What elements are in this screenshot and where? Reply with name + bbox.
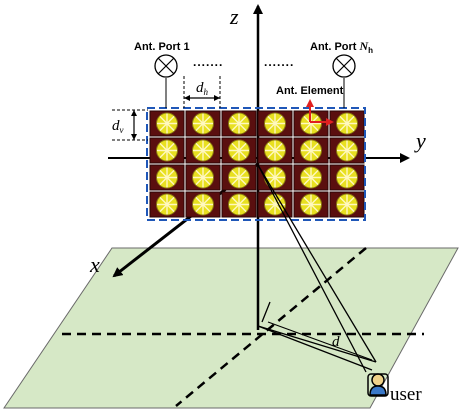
ground-projection-2 bbox=[257, 325, 377, 363]
dh-label: dh bbox=[196, 80, 209, 97]
distance-label: d bbox=[332, 334, 340, 350]
antenna-array bbox=[149, 110, 365, 218]
ant-element-label: Ant. Element bbox=[276, 85, 344, 97]
dv-label: dv bbox=[112, 118, 124, 135]
ellipsis-top-left: ....... bbox=[193, 55, 223, 69]
port-1 bbox=[154, 54, 178, 108]
ray-line-1 bbox=[257, 164, 367, 373]
ground-origin-slash bbox=[261, 301, 271, 323]
array-outline bbox=[146, 107, 366, 221]
port-nh-label: Ant. Port Nh bbox=[310, 39, 373, 55]
port-nh bbox=[332, 54, 356, 108]
distance-arrow bbox=[267, 321, 373, 361]
user-label: user bbox=[390, 384, 422, 405]
z-axis-label: z bbox=[229, 4, 239, 29]
ground-plane bbox=[3, 247, 459, 409]
ray-line-2 bbox=[257, 164, 377, 363]
ground-dashed-line-2 bbox=[175, 247, 367, 407]
x-axis-label: x bbox=[89, 252, 100, 277]
ellipsis-top-right: ....... bbox=[264, 55, 294, 69]
ground-projection-1 bbox=[257, 325, 373, 371]
y-axis-label: y bbox=[414, 128, 426, 153]
port-1-label: Ant. Port 1 bbox=[134, 41, 190, 53]
user-icon bbox=[367, 373, 389, 397]
